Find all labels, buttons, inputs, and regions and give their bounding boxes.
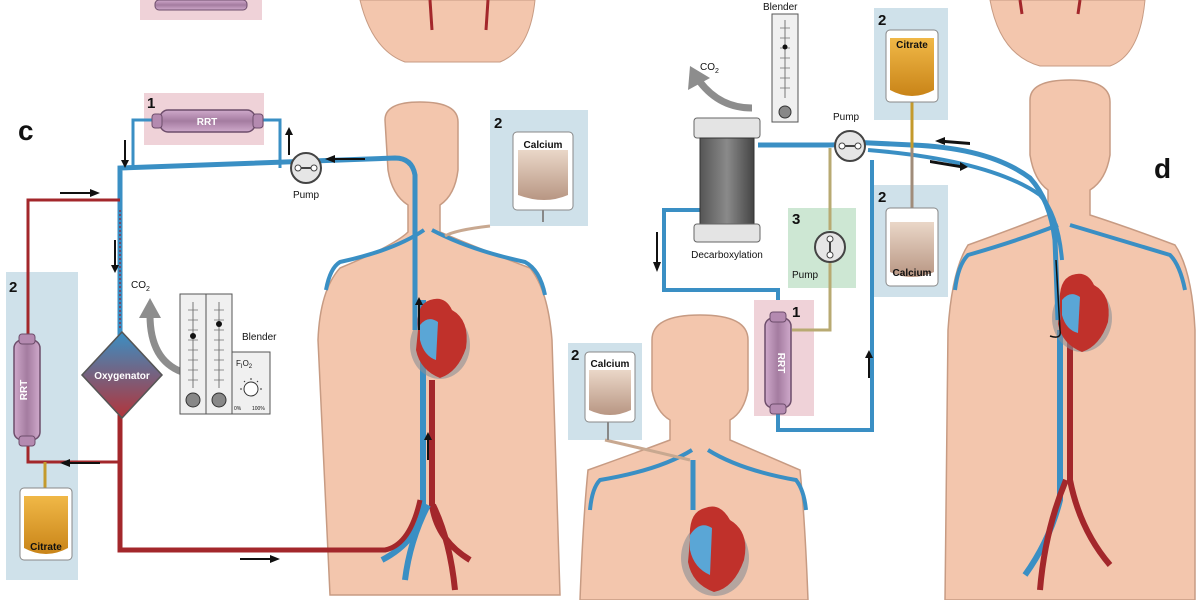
rrt-number-left-c: 2 <box>9 279 17 296</box>
decarboxylation-label-d: Decarboxylation <box>691 250 763 261</box>
panel-d: d <box>653 2 1196 601</box>
range-high-c: 100% <box>252 406 265 412</box>
calcium-bag-c: 2 Calcium <box>494 115 574 222</box>
calcium-label-d: Calcium <box>893 268 932 279</box>
rrt-filter-d: 1 RRT <box>764 304 800 415</box>
rrt-label-left-c: RRT <box>19 380 30 401</box>
pump-3-d: 3 Pump <box>792 211 846 281</box>
blender-d: Blender <box>763 2 799 123</box>
pump3-label-d: Pump <box>792 270 819 281</box>
citrate-bag-c: Citrate <box>19 487 73 561</box>
calcium-number-d: 2 <box>878 189 886 206</box>
rrt-label-d: RRT <box>775 353 786 374</box>
rrt-filter-left-c: 2 RRT <box>9 279 41 447</box>
blender-c: Blender FIO2 0% 100% <box>179 293 277 415</box>
decarboxylation-unit-d: Decarboxylation <box>691 117 763 261</box>
co2-label-d: CO2 <box>700 62 719 75</box>
rrt-number-c: 1 <box>147 95 155 112</box>
co2-exhaust-c: CO2 <box>131 280 184 376</box>
panel-label-c: c <box>18 115 34 146</box>
calcium-number-c: 2 <box>494 115 502 132</box>
calcium-bag-d: 2 Calcium <box>878 189 939 287</box>
oxygenator-label-c: Oxygenator <box>94 371 150 382</box>
top-remnants <box>140 0 1146 67</box>
rrt-label-top-c: RRT <box>197 117 218 128</box>
co2-exhaust-d: CO2 <box>688 62 753 112</box>
heart-d <box>1052 273 1112 352</box>
heart-c <box>410 298 470 379</box>
panel-middle: 2 Calcium <box>568 314 809 601</box>
citrate-number-d: 2 <box>878 12 886 29</box>
pump3-number-d: 3 <box>792 211 800 228</box>
panel-label-d: d <box>1154 153 1171 184</box>
panel-c: c <box>6 93 588 596</box>
venous-line-c <box>117 155 418 360</box>
blender-label-d: Blender <box>763 2 798 13</box>
citrate-label-c: Citrate <box>30 542 62 553</box>
range-low-c: 0% <box>234 406 242 412</box>
blender-label-c: Blender <box>242 332 277 343</box>
fio2-label-c: FIO2 <box>236 359 253 370</box>
citrate-bag-d: 2 Citrate <box>878 12 939 103</box>
rrt-number-d: 1 <box>792 304 800 321</box>
citrate-label-d: Citrate <box>896 40 928 51</box>
heart-mid <box>681 506 749 596</box>
calcium-number-mid: 2 <box>571 347 579 364</box>
pump-d: Pump <box>833 112 866 162</box>
pump-c: Pump <box>290 152 322 201</box>
arterial-line-c <box>117 380 423 553</box>
oxygenator-c: Oxygenator <box>80 330 164 420</box>
pump-label-d: Pump <box>833 112 860 123</box>
co2-label-c: CO2 <box>131 280 150 293</box>
calcium-label-mid: Calcium <box>591 359 630 370</box>
calcium-label-c: Calcium <box>524 140 563 151</box>
pump-label-c: Pump <box>293 190 320 201</box>
flow-arrows-d <box>653 137 970 378</box>
rrt-filter-top-c: 1 RRT <box>147 95 264 133</box>
flow-arrows-c <box>60 127 432 563</box>
calcium-bag-mid: 2 Calcium <box>571 347 636 440</box>
